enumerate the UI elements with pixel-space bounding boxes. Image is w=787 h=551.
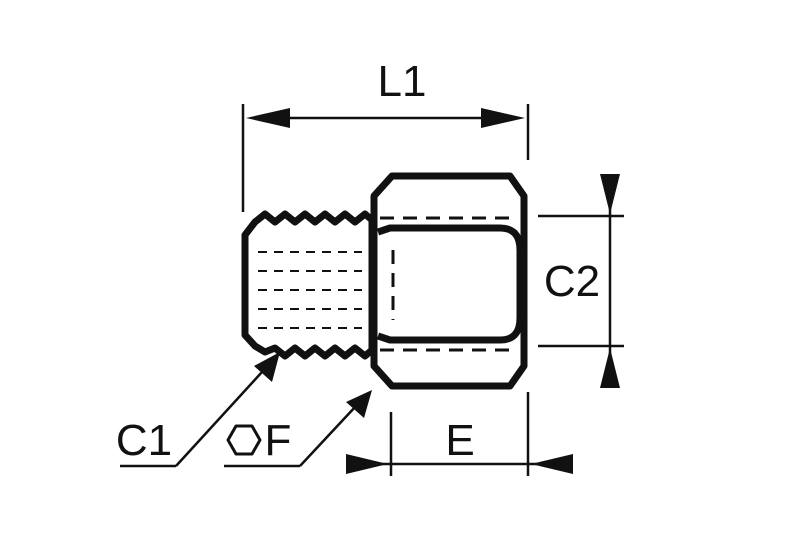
label-c2: C2 <box>544 257 600 306</box>
hex-body <box>370 172 528 390</box>
hexagon-icon <box>226 424 262 456</box>
dimension-c2: C2 <box>538 174 624 388</box>
label-f: F <box>265 416 292 465</box>
dimension-e: E <box>346 392 573 476</box>
dimension-l1: L1 <box>241 57 530 212</box>
label-l1: L1 <box>378 57 427 106</box>
leader-hex: F <box>224 390 372 468</box>
label-c1: C1 <box>116 416 172 465</box>
leader-c1: C1 <box>116 352 280 468</box>
male-thread <box>241 210 376 360</box>
label-e: E <box>445 416 474 465</box>
